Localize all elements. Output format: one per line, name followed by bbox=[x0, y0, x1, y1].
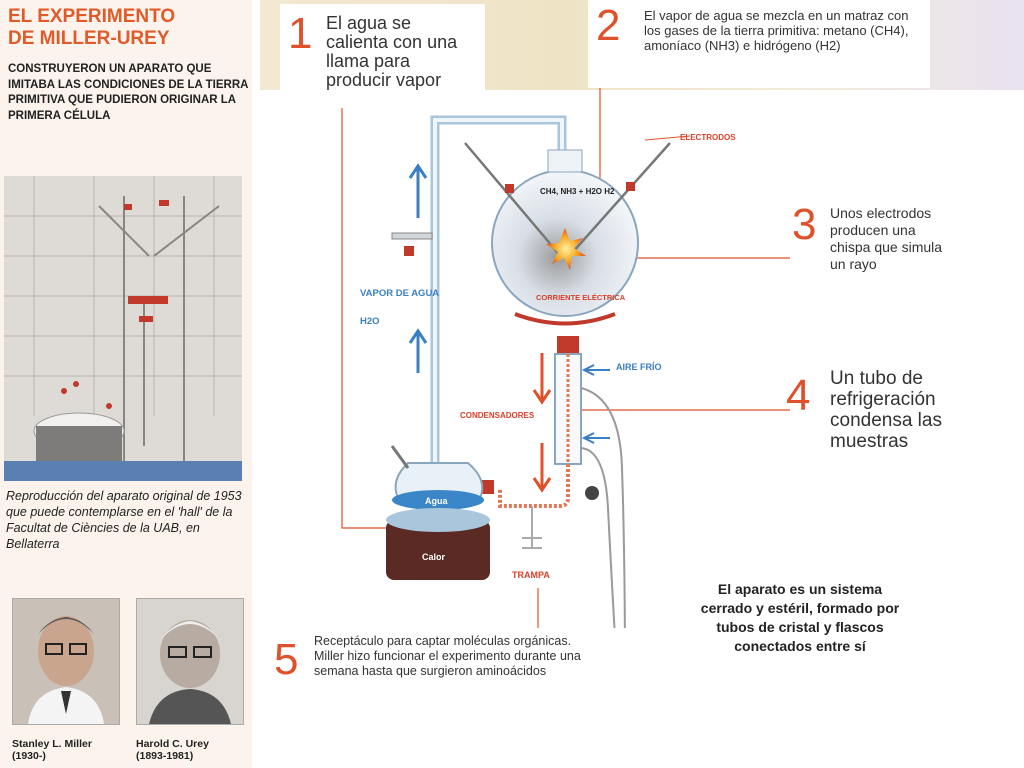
stopcock-plug bbox=[404, 246, 414, 256]
urey-portrait-illustration bbox=[137, 599, 243, 724]
step-2-text: El vapor de agua se mezcla en un matraz … bbox=[644, 8, 909, 53]
step-5-number: 5 bbox=[274, 635, 299, 684]
label-electrodos: ELECTRODOS bbox=[680, 133, 736, 142]
electrode-right bbox=[571, 142, 671, 254]
return-tube bbox=[498, 464, 570, 508]
electric-spark bbox=[546, 228, 586, 270]
cold-air-arrow-2 bbox=[581, 432, 610, 444]
step-3: 3 Unos electrodos producen una chispa qu… bbox=[790, 195, 950, 305]
portrait-miller bbox=[12, 598, 120, 725]
boiler-stopper bbox=[390, 445, 410, 469]
hose-valve bbox=[585, 486, 599, 500]
electrode-left bbox=[464, 142, 559, 254]
flask-base-clamp bbox=[514, 312, 616, 326]
label-vapor: VAPOR DE AGUA bbox=[360, 288, 439, 299]
flask-neck bbox=[547, 149, 583, 173]
electrodes-leader bbox=[644, 135, 691, 141]
electrode-left-seal bbox=[505, 184, 514, 193]
cooling-hose-1 bbox=[580, 387, 626, 628]
condense-down-arrow-1 bbox=[532, 353, 552, 405]
apparatus-photo-illustration bbox=[4, 176, 242, 481]
portrait-urey bbox=[136, 598, 244, 725]
step-2-number: 2 bbox=[596, 1, 621, 50]
closing-note: El aparato es un sistema cerrado y estér… bbox=[700, 581, 900, 654]
page-title: EL EXPERIMENTO DE MILLER-UREY bbox=[8, 6, 176, 49]
vapor-up-arrow-2 bbox=[408, 328, 428, 373]
water-surface bbox=[392, 490, 484, 510]
step-1-number: 1 bbox=[288, 9, 313, 58]
label-calor: Calor bbox=[422, 552, 446, 562]
label-trampa: TRAMPA bbox=[512, 570, 550, 580]
label-vapor-formula: H2O bbox=[360, 316, 380, 327]
apparatus-photo bbox=[4, 176, 242, 481]
label-agua: Agua bbox=[425, 496, 448, 506]
label-corriente: CORRIENTE ELÉCTRICA bbox=[536, 293, 626, 302]
label-aire-frio: AIRE FRÍO bbox=[616, 362, 662, 372]
step-1: 1 El agua se calienta con una llama para… bbox=[280, 4, 485, 104]
condense-down-arrow-2 bbox=[532, 443, 552, 493]
step-5-text: Receptáculo para captar moléculas orgáni… bbox=[314, 634, 581, 678]
flask-outlet-connector bbox=[557, 336, 579, 354]
miller-portrait-illustration bbox=[13, 599, 119, 724]
apparatus-diagram: ELECTRODOS CH4, NH3 + H2O H2 CORRIENTE E… bbox=[341, 88, 790, 628]
portrait-label-urey: Harold C. Urey (1893-1981) bbox=[136, 738, 209, 762]
page-subtitle: CONSTRUYERON UN APARATO QUE IMITABA LAS … bbox=[8, 63, 249, 122]
heater bbox=[386, 520, 490, 580]
stopcock bbox=[391, 232, 433, 240]
cooling-hose-2 bbox=[580, 447, 616, 628]
label-condensadores: CONDENSADORES bbox=[460, 411, 535, 420]
step-4-number: 4 bbox=[786, 371, 811, 420]
portrait-label-miller: Stanley L. Miller (1930-) bbox=[12, 738, 92, 762]
step-2: 2 El vapor de agua se mezcla en un matra… bbox=[588, 0, 930, 88]
cold-air-arrow-1 bbox=[581, 364, 610, 376]
trap bbox=[522, 506, 542, 549]
vapor-tube-inner bbox=[433, 118, 564, 463]
left-column: EL EXPERIMENTO DE MILLER-UREY CONSTRUYER… bbox=[0, 0, 252, 768]
photo-caption: Reproducción del aparato original de 195… bbox=[6, 489, 242, 551]
step-3-number: 3 bbox=[792, 200, 817, 249]
trap-connector bbox=[480, 480, 494, 494]
label-gases: CH4, NH3 + H2O H2 bbox=[540, 187, 615, 196]
step-4-text: Un tubo de refrigeración condensa las mu… bbox=[830, 368, 942, 452]
step-3-text: Unos electrodos producen una chispa que … bbox=[830, 205, 943, 272]
step-5: 5 Receptáculo para captar moléculas orgá… bbox=[270, 630, 600, 710]
electrode-right-seal bbox=[626, 182, 635, 191]
heater-top bbox=[386, 508, 490, 532]
step-4: 4 Un tubo de refrigeración condensa las … bbox=[784, 362, 984, 462]
leader-line-step-1 bbox=[341, 108, 390, 529]
step-1-text: El agua se calienta con una llama para p… bbox=[326, 13, 458, 90]
vapor-up-arrow-1 bbox=[408, 163, 428, 218]
